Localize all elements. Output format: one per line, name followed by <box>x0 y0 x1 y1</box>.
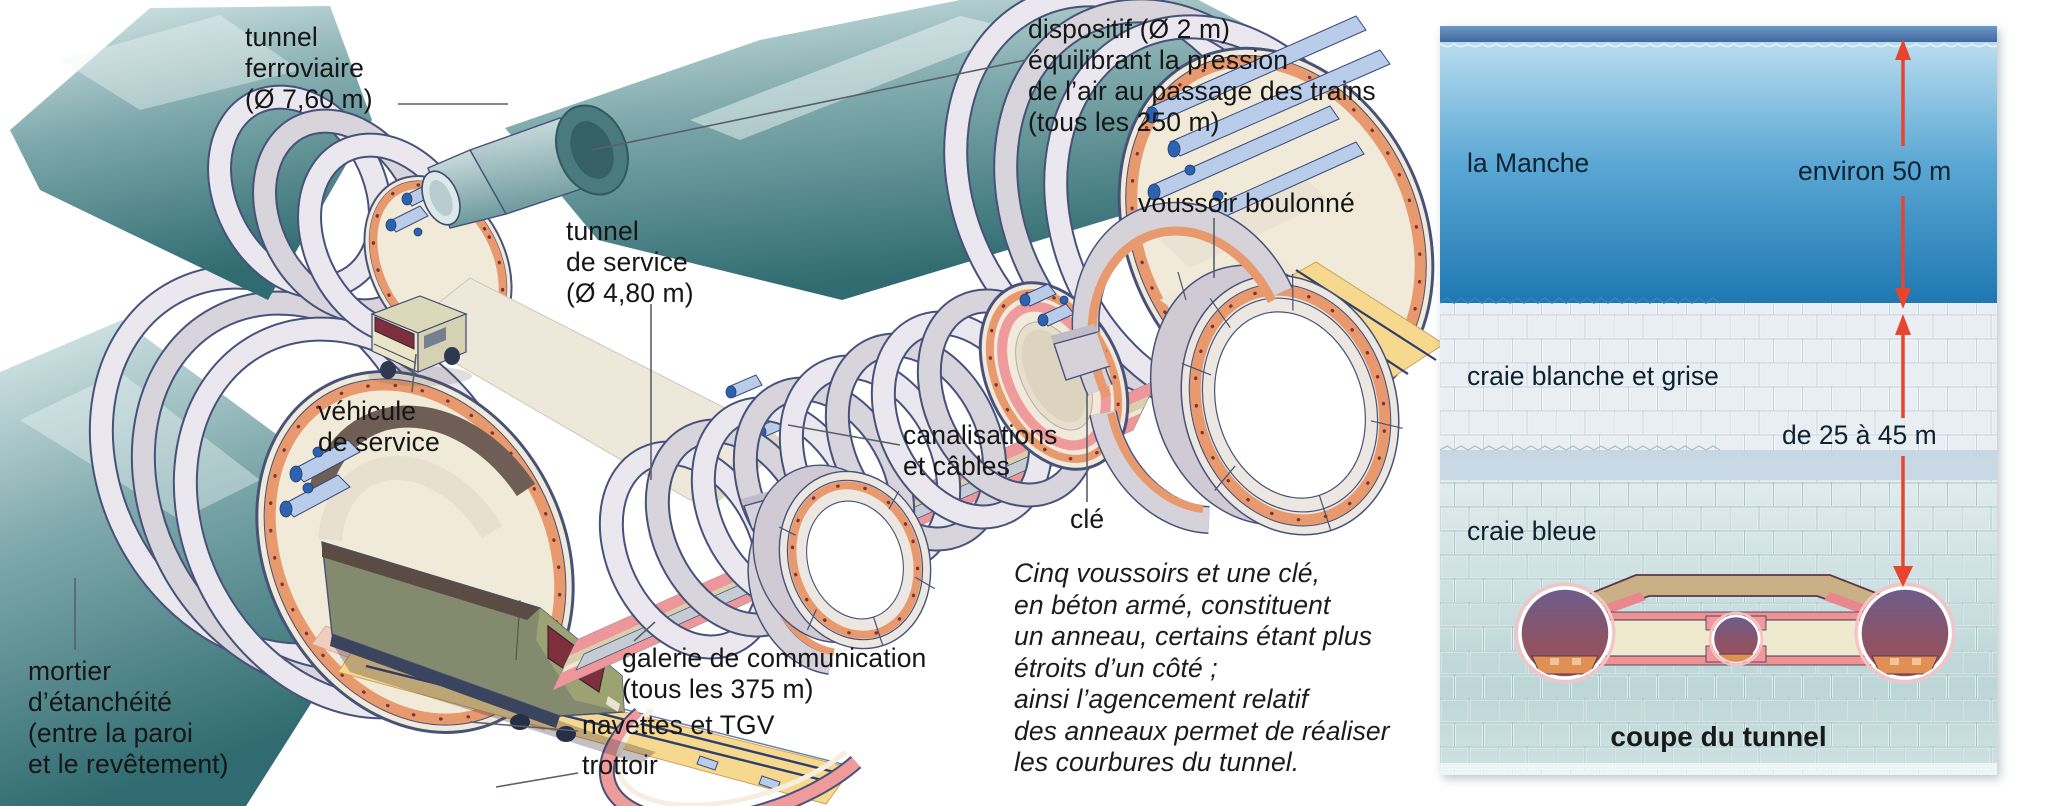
tgv-train <box>321 541 656 764</box>
label-gallery: galerie de communication (tous les 375 m… <box>622 643 927 704</box>
key-wedge <box>1050 324 1112 381</box>
label-service-vehicle: véhicule de service <box>318 396 440 457</box>
exploded-ring-small <box>741 464 936 675</box>
label-sea-depth: environ 50 m <box>1798 156 1952 186</box>
label-blue-chalk: craie bleue <box>1467 516 1597 546</box>
label-la-manche: la Manche <box>1467 148 1590 178</box>
cross-section-art <box>1440 26 1997 775</box>
tunnel-section <box>1514 574 1956 684</box>
label-service-tunnel: tunnel de service (Ø 4,80 m) <box>566 216 694 308</box>
label-walkway: trottoir <box>582 750 658 780</box>
label-sealing-mortar: mortier d’étanchéité (entre la paroi et … <box>28 656 229 779</box>
depth-arrow-chalk <box>1893 314 1913 587</box>
service-vehicle <box>370 295 468 379</box>
caption-coupe-du-tunnel: coupe du tunnel <box>1610 721 1827 752</box>
label-chalk-depth: de 25 à 45 m <box>1782 420 1937 450</box>
leader-lines <box>74 59 1215 788</box>
tunnel-cutaway-illustration <box>0 0 1440 806</box>
note-voussoirs: Cinq voussoirs et une clé, en béton armé… <box>1014 558 1390 777</box>
label-shuttles-tgv: navettes et TGV <box>582 710 775 740</box>
geological-cross-section-panel: la Manche environ 50 m craie blanche et … <box>1440 26 1997 775</box>
depth-arrow-sea <box>1895 39 1911 309</box>
label-white-chalk: craie blanche et grise <box>1467 361 1719 391</box>
label-key: clé <box>1070 504 1105 534</box>
label-pipes-cables: canalisations et câbles <box>903 420 1058 481</box>
label-rail-tunnel: tunnel ferroviaire (Ø 7,60 m) <box>245 22 373 114</box>
exploded-ring-voussoir <box>1050 201 1403 536</box>
label-pressure-device: dispositif (Ø 2 m) équilibrant la pressi… <box>1028 14 1376 137</box>
label-bolted-voussoir: voussoir boulonné <box>1138 188 1355 218</box>
